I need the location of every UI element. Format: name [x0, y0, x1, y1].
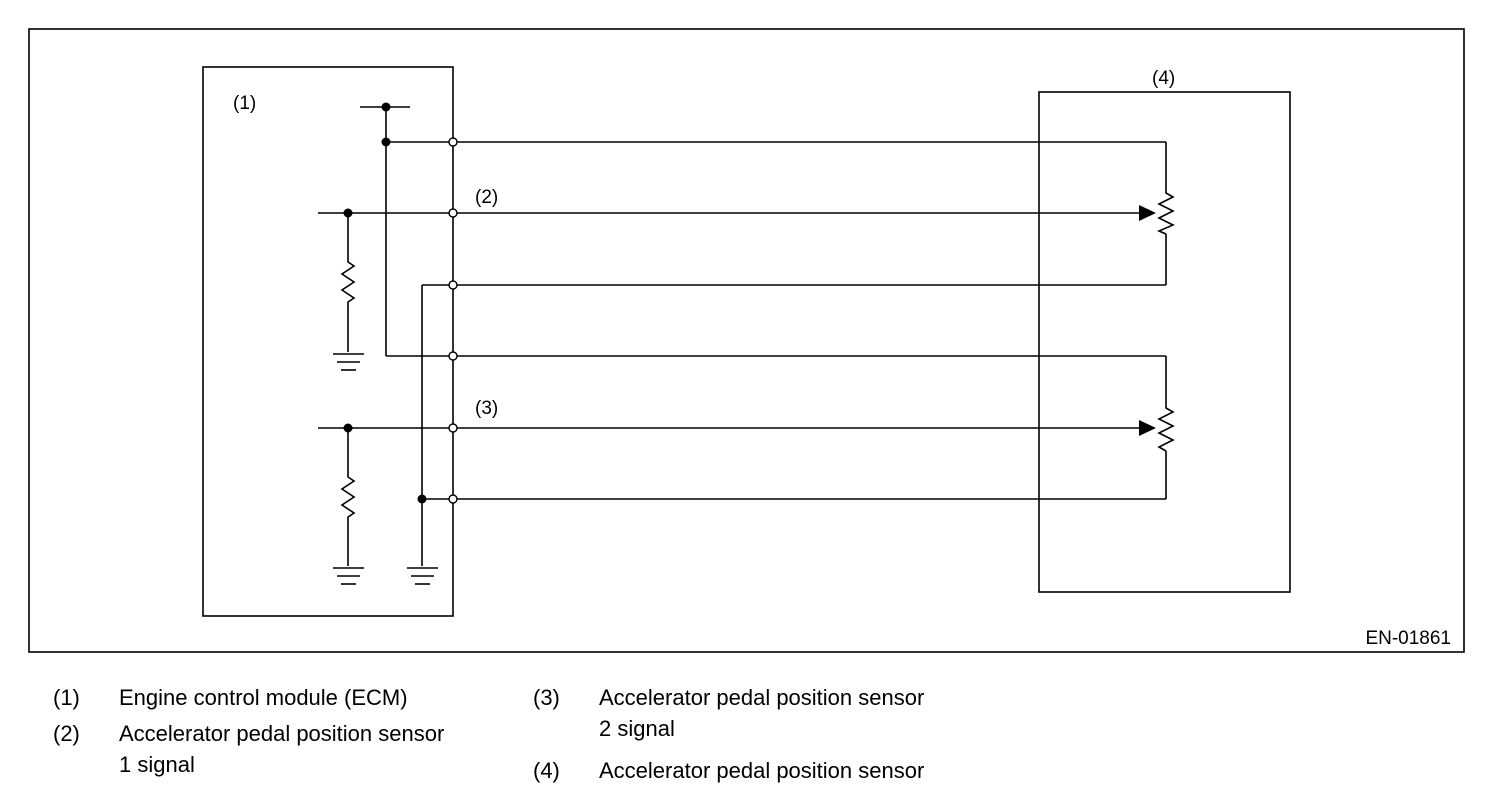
ecm-label: (1): [233, 93, 256, 114]
ecm-box: [202, 66, 454, 617]
ground-symbol: [333, 567, 364, 585]
signal-2-wiring: [318, 427, 1142, 566]
signal-2-label: (3): [475, 398, 498, 419]
signal-1-label: (2): [475, 187, 498, 208]
legend-text: Accelerator pedal position sensor: [599, 758, 925, 783]
ground-return-wiring: [421, 234, 1167, 566]
ground-symbol: [407, 567, 438, 585]
junction-dots: [343, 102, 427, 504]
legend-number: (4): [533, 758, 560, 783]
signal-2-arrow: [1139, 420, 1156, 436]
sensor-box: [1038, 91, 1291, 593]
ground-symbol: [333, 353, 364, 371]
signal-1-wiring: [318, 212, 1142, 352]
legend-text: Engine control module (ECM): [119, 685, 408, 710]
diagram-frame: [28, 28, 1465, 653]
legend-text: Accelerator pedal position sensor 1 sign…: [119, 721, 445, 777]
legend-text: Accelerator pedal position sensor 2 sign…: [599, 685, 925, 741]
figure-id: EN-01861: [1365, 628, 1451, 649]
wiring-diagram: (1) (2) (3) (4) EN-01861: [28, 28, 1465, 653]
legend-number: (2): [53, 721, 80, 746]
signal-1-arrow: [1139, 205, 1156, 221]
potentiometer-1: [1156, 189, 1175, 235]
potentiometer-2: [1157, 404, 1175, 452]
sensor-label: (4): [1152, 68, 1175, 89]
connector-terminals: [448, 137, 458, 504]
power-supply-wiring: [360, 106, 1167, 404]
legend-number: (3): [533, 685, 560, 710]
legend-number: (1): [53, 685, 80, 710]
